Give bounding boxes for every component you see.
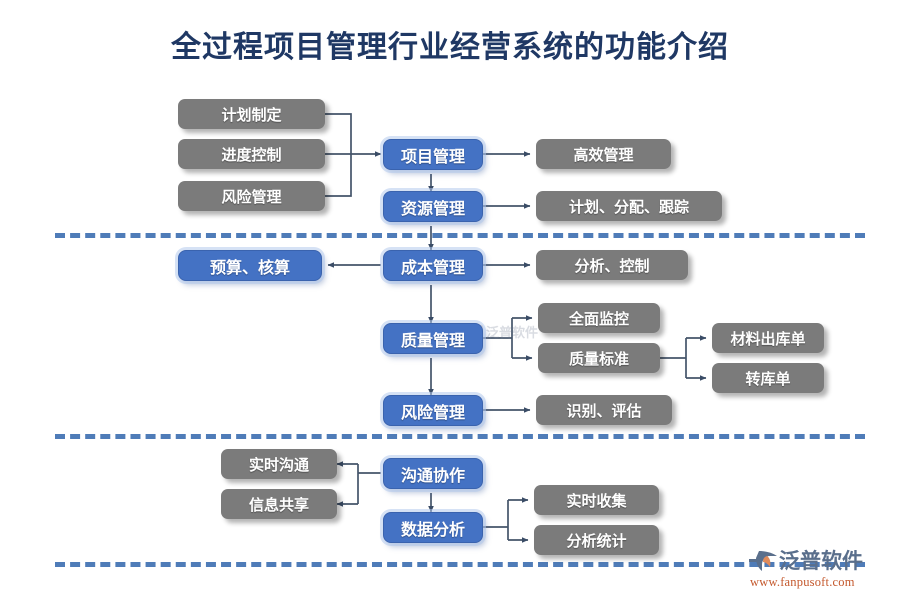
node-quality-management[interactable]: 质量管理 xyxy=(383,323,483,354)
node-risk-management[interactable]: 风险管理 xyxy=(383,395,483,426)
node-label: 成本管理 xyxy=(400,257,465,277)
node-analysis-control[interactable]: 分析、控制 xyxy=(536,250,688,280)
watermark-text: 泛普软件 xyxy=(486,326,539,341)
node-risk-control-input[interactable]: 风险管理 xyxy=(178,181,325,211)
node-project-management[interactable]: 项目管理 xyxy=(383,139,483,170)
node-efficient-management[interactable]: 高效管理 xyxy=(536,139,671,169)
node-label: 项目管理 xyxy=(400,146,465,166)
node-analysis-statistics[interactable]: 分析统计 xyxy=(534,525,659,555)
node-label: 分析、控制 xyxy=(574,256,650,275)
fanpu-logo-icon xyxy=(749,551,777,571)
node-label: 实时沟通 xyxy=(248,455,309,474)
node-label: 质量管理 xyxy=(400,330,465,350)
node-transfer-order[interactable]: 转库单 xyxy=(712,363,824,393)
node-label: 识别、评估 xyxy=(566,401,642,420)
brand-logo: 泛普软件 www.fanpusoft.com xyxy=(748,546,893,592)
node-data-analysis[interactable]: 数据分析 xyxy=(383,512,483,543)
node-label: 材料出库单 xyxy=(730,329,806,348)
section-separator-3 xyxy=(55,562,865,567)
node-label: 进度控制 xyxy=(221,145,282,164)
node-cost-management[interactable]: 成本管理 xyxy=(383,250,483,281)
node-label: 预算、核算 xyxy=(209,257,290,277)
logo-row: 泛普软件 xyxy=(748,546,893,574)
node-label: 数据分析 xyxy=(400,519,465,539)
node-label: 实时收集 xyxy=(566,491,627,510)
node-label: 全面监控 xyxy=(568,309,629,328)
logo-name: 泛普软件 xyxy=(779,549,863,573)
node-label: 沟通协作 xyxy=(400,465,465,485)
node-label: 风险管理 xyxy=(221,187,282,206)
node-identify-evaluate[interactable]: 识别、评估 xyxy=(536,395,672,425)
node-label: 转库单 xyxy=(745,369,791,388)
node-label: 计划制定 xyxy=(221,105,282,124)
node-resource-management[interactable]: 资源管理 xyxy=(383,191,483,222)
node-material-outbound-order[interactable]: 材料出库单 xyxy=(712,323,824,353)
node-label: 资源管理 xyxy=(400,198,465,218)
section-separator-1 xyxy=(55,233,865,238)
node-label: 高效管理 xyxy=(573,145,634,164)
node-realtime-communication[interactable]: 实时沟通 xyxy=(221,449,337,479)
node-plan-allocate-track[interactable]: 计划、分配、跟踪 xyxy=(536,191,722,221)
node-label: 分析统计 xyxy=(566,531,627,550)
node-label: 风险管理 xyxy=(400,402,465,422)
node-plan-making[interactable]: 计划制定 xyxy=(178,99,325,129)
section-separator-2 xyxy=(55,434,865,439)
node-information-sharing[interactable]: 信息共享 xyxy=(221,489,337,519)
node-full-monitoring[interactable]: 全面监控 xyxy=(538,303,660,333)
node-quality-standard[interactable]: 质量标准 xyxy=(538,343,660,373)
node-label: 计划、分配、跟踪 xyxy=(568,197,689,216)
node-budget-accounting[interactable]: 预算、核算 xyxy=(178,250,322,281)
node-label: 质量标准 xyxy=(568,349,629,368)
node-communication-collaboration[interactable]: 沟通协作 xyxy=(383,458,483,489)
node-label: 信息共享 xyxy=(248,495,309,514)
node-progress-control[interactable]: 进度控制 xyxy=(178,139,325,169)
page-title: 全过程项目管理行业经营系统的功能介绍 xyxy=(171,30,729,65)
node-realtime-collection[interactable]: 实时收集 xyxy=(534,485,659,515)
logo-url: www.fanpusoft.com xyxy=(750,575,855,589)
